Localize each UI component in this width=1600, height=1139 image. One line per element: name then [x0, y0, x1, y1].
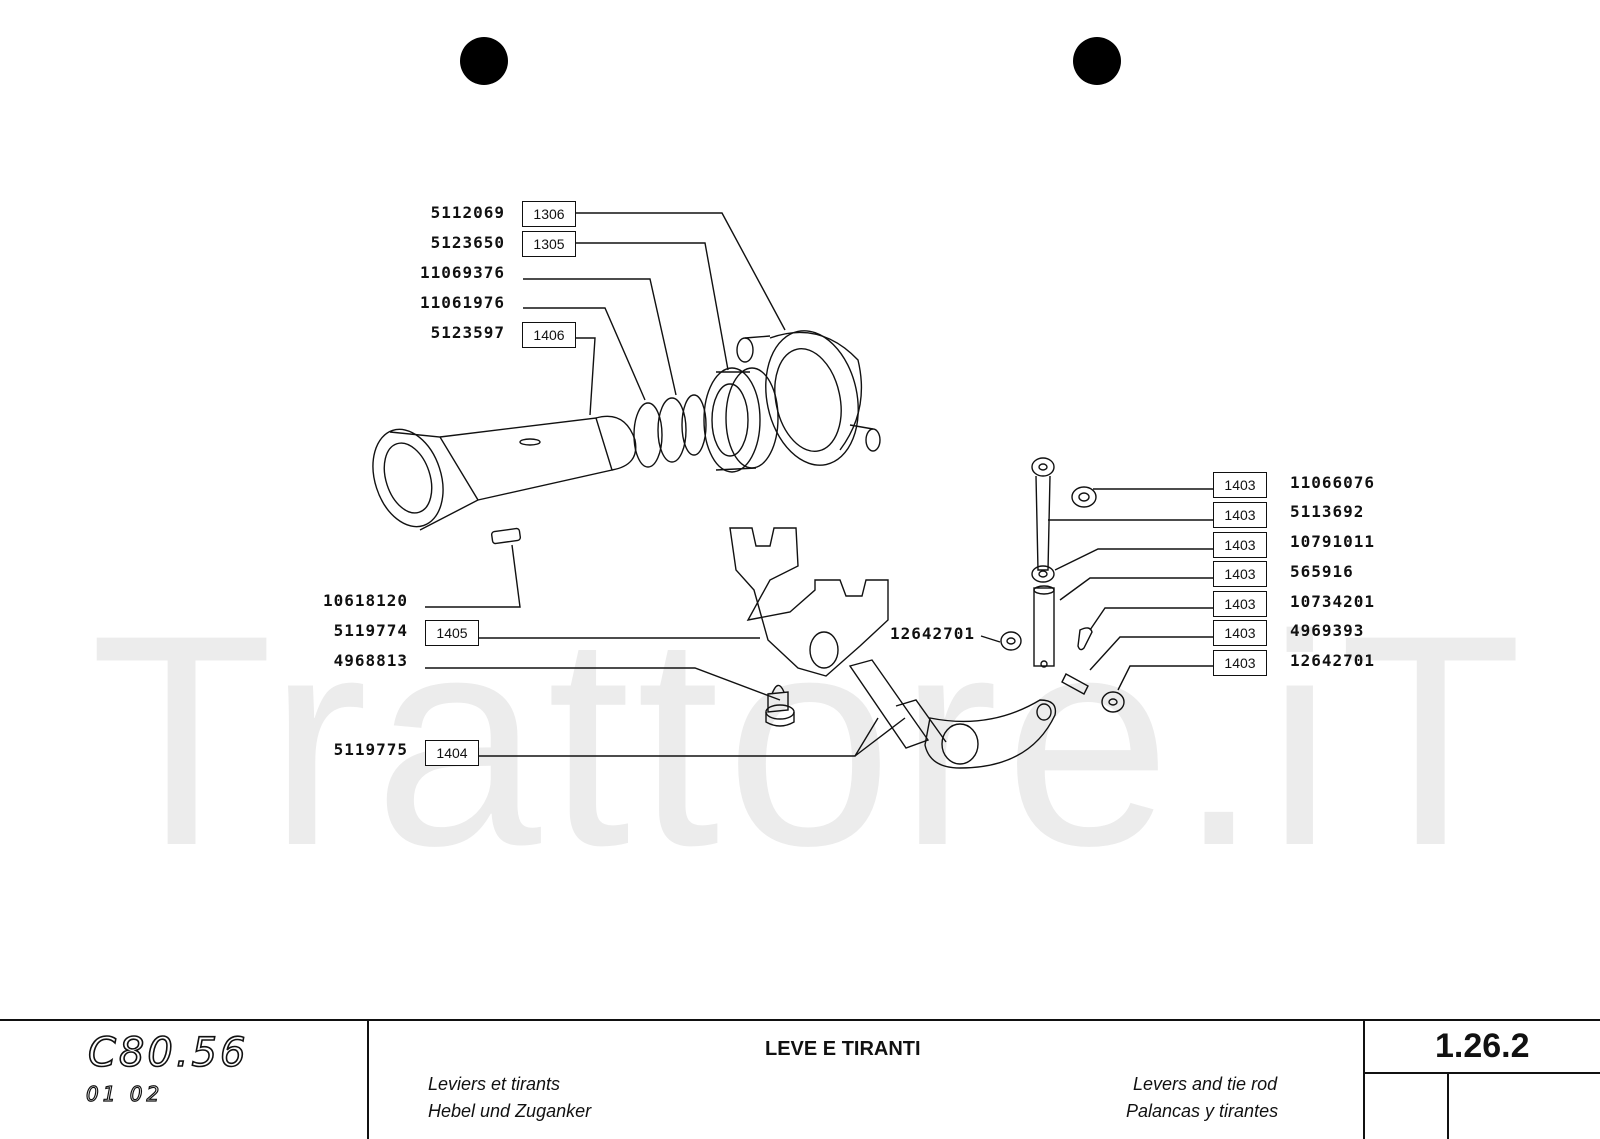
footer-divider-left [367, 1019, 369, 1139]
group-box: 1306 [522, 201, 576, 227]
model-sub: 01 02 [85, 1081, 164, 1106]
release-sleeve [372, 415, 637, 531]
part-number: 5113692 [1290, 502, 1365, 521]
key [490, 527, 522, 545]
title-es: Palancas y tirantes [1126, 1101, 1279, 1121]
leader-5123650 [575, 242, 729, 371]
part-number: 5112069 [430, 203, 505, 222]
part-number: 11061976 [419, 293, 505, 312]
washer-mid [1000, 631, 1022, 651]
group-box: 1403 [1213, 561, 1267, 587]
leader-565916 [1059, 577, 1213, 601]
leader-5123597 [575, 337, 596, 416]
part-number: 5119775 [333, 740, 408, 759]
group-box: 1405 [425, 620, 479, 646]
part-number: 5119774 [333, 621, 408, 640]
title-en: Levers and tie rod [1133, 1074, 1278, 1094]
group-box: 1404 [425, 740, 479, 766]
part-number: 12642701 [1290, 651, 1376, 670]
part-number: 4968813 [333, 651, 408, 670]
snap-rings [633, 394, 707, 468]
footer-divider-section [1447, 1072, 1449, 1139]
watermark: Trattore.iT [90, 572, 1529, 908]
part-number: 565916 [1290, 562, 1354, 581]
cotter-pin [1077, 627, 1093, 651]
leader-5119775 [478, 717, 879, 757]
page-title: LEVE E TIRANTI [765, 1038, 921, 1060]
part-number: 5123597 [430, 323, 505, 342]
part-number: 10791011 [1290, 532, 1376, 551]
group-box: 1403 [1213, 502, 1267, 528]
leader-10618120 [425, 544, 521, 608]
washer-right [1101, 691, 1125, 713]
leader-4969393 [1089, 636, 1213, 671]
footer-divider-right [1363, 1019, 1365, 1139]
part-number: 11066076 [1290, 473, 1376, 492]
tie-rod-assembly [1031, 457, 1055, 668]
group-box: 1403 [1213, 591, 1267, 617]
section-number: 1.26.2 [1435, 1027, 1530, 1065]
part-number: 11069376 [419, 263, 505, 282]
fork-shaft-and-lever [848, 659, 1057, 769]
footer-rule-top [0, 1019, 1600, 1021]
release-fork [729, 527, 889, 677]
exploded-parts-drawing [372, 212, 1213, 769]
leader-11069376 [523, 278, 677, 396]
part-number: 5123650 [430, 233, 505, 252]
group-box: 1305 [522, 231, 576, 257]
screw [765, 684, 795, 727]
group-box: 1403 [1213, 472, 1267, 498]
part-number: 10734201 [1290, 592, 1376, 611]
bearing-carrier [736, 330, 881, 466]
title-fr: Leviers et tirants [428, 1074, 561, 1094]
model-logo: C80.56 [87, 1029, 249, 1077]
group-box: 1406 [522, 322, 576, 348]
group-box: 1403 [1213, 620, 1267, 646]
punch-hole-left [460, 37, 508, 85]
punch-hole-right [1073, 37, 1121, 85]
part-number: 12642701 [889, 624, 975, 643]
leader-5112069 [575, 212, 786, 331]
leader-11061976 [523, 307, 646, 401]
leader-10791011 [1054, 548, 1213, 571]
leader-12642701-right [1117, 665, 1213, 691]
footer-rule-section [1363, 1072, 1600, 1074]
leader-12642701-mid [980, 635, 1001, 643]
release-bearing [703, 367, 779, 473]
leader-10734201 [1089, 607, 1213, 631]
title-de: Hebel und Zuganker [428, 1101, 592, 1121]
group-box: 1403 [1213, 650, 1267, 676]
clevis-clip [1071, 486, 1097, 508]
part-number: 4969393 [1290, 621, 1365, 640]
part-number: 10618120 [322, 591, 408, 610]
leader-4968813 [425, 667, 781, 701]
clevis-pin [1061, 673, 1089, 695]
group-box: 1403 [1213, 532, 1267, 558]
